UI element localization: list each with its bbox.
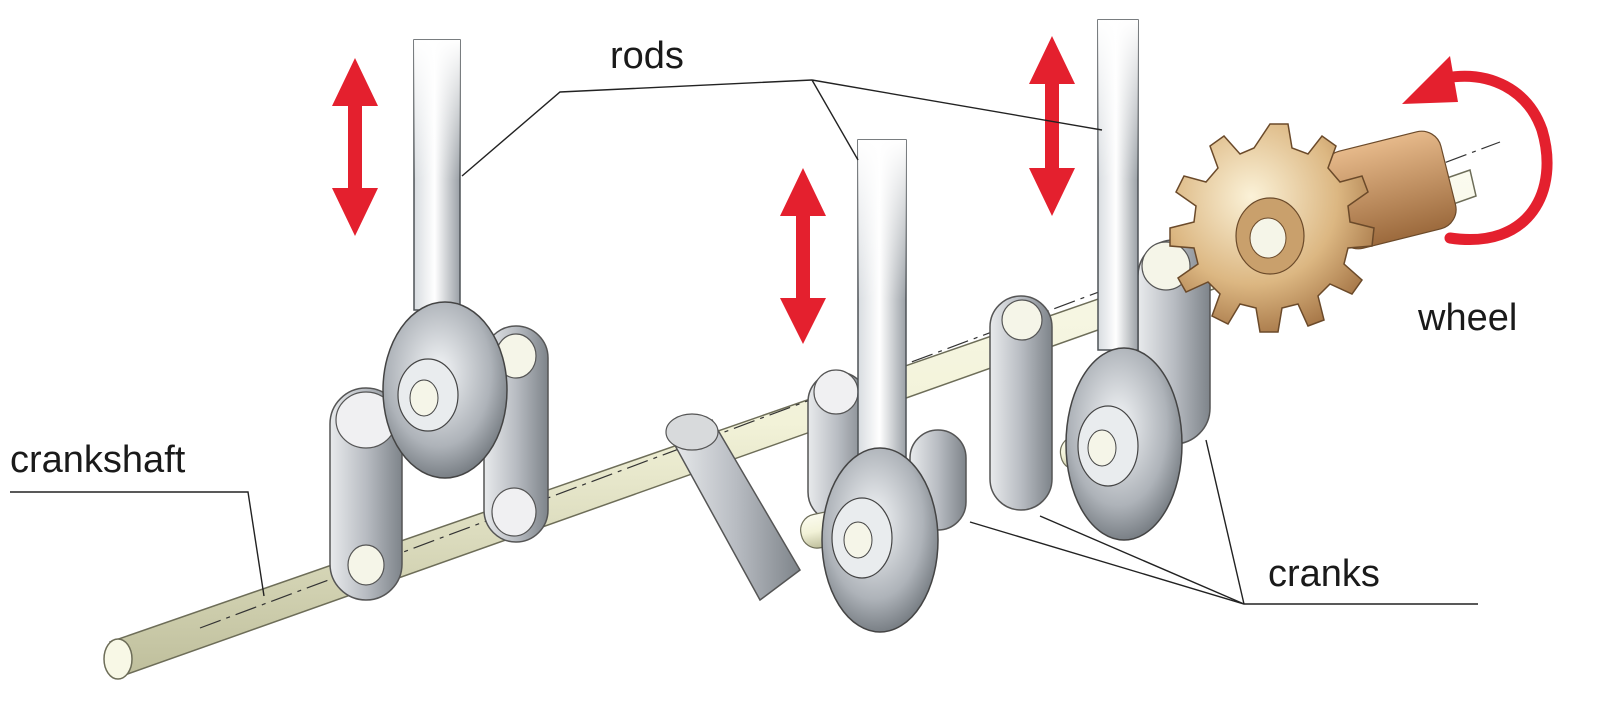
- rods-leaders: [461, 79, 1103, 177]
- label-cranks: cranks: [1268, 553, 1380, 595]
- up-down-arrow-icon: [1029, 36, 1075, 216]
- connecting-rod-2: [821, 139, 939, 633]
- gear-wheel: [1169, 123, 1457, 333]
- connecting-rod-3: [1065, 19, 1183, 541]
- label-rods: rods: [610, 35, 684, 77]
- cranks-leaders: [969, 439, 1478, 605]
- crank-web-5: [989, 295, 1053, 511]
- up-down-arrow-icon: [332, 58, 378, 236]
- crank-web-3: [665, 413, 801, 602]
- crankshaft-leader: [10, 491, 265, 597]
- connecting-rod-1: [382, 39, 508, 479]
- rotation-arrow-icon: [1402, 56, 1553, 245]
- shaft-end: [103, 638, 133, 680]
- up-down-arrow-icon: [780, 168, 826, 344]
- label-wheel: wheel: [1417, 297, 1517, 339]
- label-crankshaft: crankshaft: [10, 439, 186, 481]
